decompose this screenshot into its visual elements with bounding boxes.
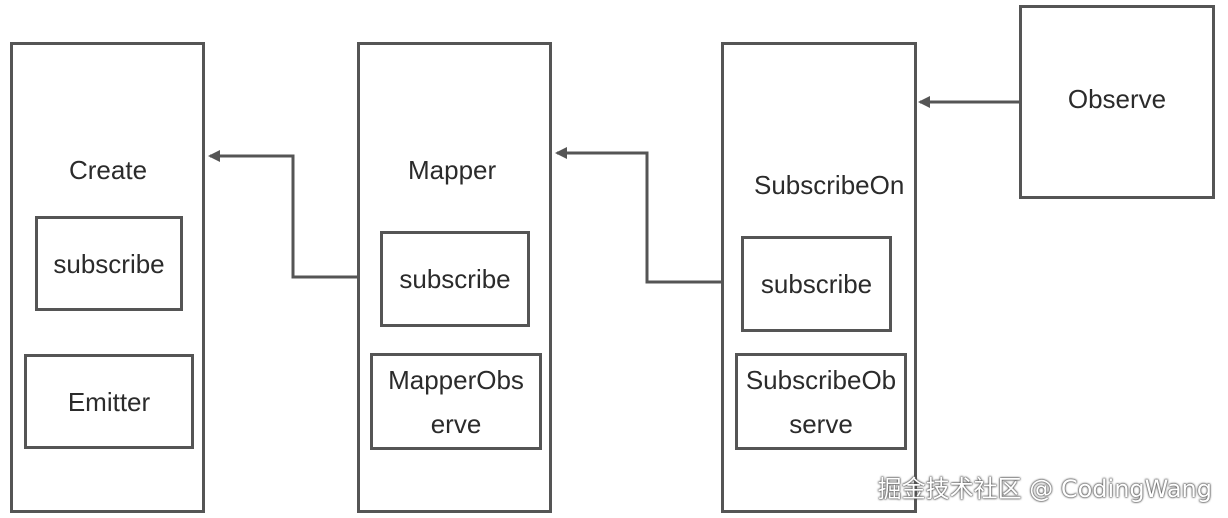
emitter-label: Emitter	[67, 386, 151, 417]
arrow-subscribeon-subscribe-to-mapper	[555, 147, 741, 284]
create-block: Create subscribe Emitter	[10, 42, 205, 513]
mapper-block: Mapper subscribe MapperObs erve	[357, 42, 552, 513]
subscribeon-observe-label-line2: serve	[789, 408, 853, 439]
subscribeon-subscribe-box: subscribe	[741, 236, 892, 332]
arrow-mapper-subscribe-to-create	[208, 150, 380, 279]
subscribeon-block-title: SubscribeOn	[754, 170, 905, 200]
emitter-box: Emitter	[24, 354, 194, 449]
create-block-title: Create	[69, 155, 148, 185]
subscribeon-block: SubscribeOn subscribe SubscribeOb serve	[721, 42, 917, 513]
subscribeon-observe-box: SubscribeOb serve	[735, 353, 907, 450]
subscribeon-subscribe-label: subscribe	[760, 269, 873, 299]
observe-block: Observe	[1019, 5, 1215, 199]
create-subscribe-label: subscribe	[53, 248, 165, 279]
create-subscribe-box: subscribe	[35, 216, 183, 311]
mapper-subscribe-box: subscribe	[380, 231, 530, 327]
mapper-block-title: Mapper	[408, 155, 497, 185]
mapper-observe-label-line2: erve	[430, 408, 482, 439]
mapper-observe-box: MapperObs erve	[370, 353, 542, 450]
observe-block-title: Observe	[1067, 83, 1167, 114]
subscribeon-observe-label-line1: SubscribeOb	[745, 364, 897, 395]
mapper-subscribe-label: subscribe	[399, 264, 511, 294]
watermark-text: 掘金技术社区 @ CodingWang	[877, 475, 1212, 503]
mapper-observe-label-line1: MapperObs	[388, 364, 524, 395]
